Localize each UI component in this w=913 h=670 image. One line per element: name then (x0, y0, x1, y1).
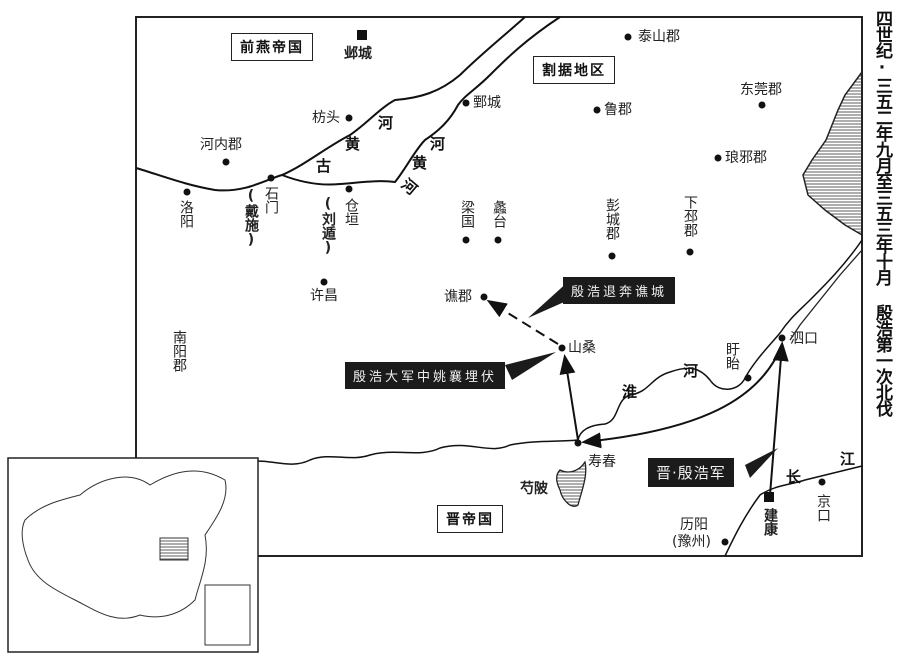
callout-retreat: 殷浩退奔谯城 (563, 277, 676, 304)
place-xuchang: 许昌 (310, 288, 338, 304)
place-jingkou: 京口 (815, 494, 831, 522)
place-henei: 河内郡 (200, 137, 242, 153)
place-shouchun: 寿春 (588, 454, 616, 470)
yangtze-river (724, 465, 863, 557)
river-label: 江 (840, 450, 856, 468)
huai-river (135, 239, 863, 475)
place-litai: 蠡台 (491, 200, 507, 228)
place-liangguo: 梁国 (459, 200, 475, 228)
place-qiao: 谯郡 (444, 289, 472, 305)
river-label: 黄 (412, 154, 428, 172)
general-liudun: (刘遁) (320, 196, 336, 256)
place-taishan: 泰山郡 (638, 29, 680, 45)
place-lu: 鲁郡 (604, 102, 632, 118)
place-pengcheng: 彭城郡 (604, 198, 620, 240)
callout-ambush: 殷浩大军中姚襄埋伏 (345, 362, 506, 389)
place-yuzhou: (豫州) (672, 534, 711, 550)
river-label: 淮 (622, 383, 638, 401)
yellow-river (281, 16, 561, 186)
quebei-lake (555, 460, 587, 507)
place-dongguan: 东莞郡 (740, 82, 782, 98)
callout-jin-army: 晋·殷浩军 (648, 458, 734, 487)
city-dots (183, 30, 826, 546)
place-juancheng: 鄄城 (473, 95, 501, 111)
coastline (789, 249, 863, 341)
place-sikou: 泗口 (790, 331, 818, 347)
river-label: 河 (430, 135, 446, 153)
place-quebei: 芍陂 (520, 481, 548, 497)
place-luoyang: 洛阳 (178, 200, 194, 228)
old-yellow-river (135, 16, 526, 192)
place-xiapi: 下邳郡 (682, 195, 698, 237)
place-fangtou: 枋头 (312, 110, 340, 126)
place-jiankang: 建康 (762, 508, 778, 536)
river-label: 河 (378, 114, 394, 132)
callout-pointers (505, 280, 778, 478)
china-inset (7, 457, 259, 653)
map-title: 四世纪·三五二年九月至三五三年十月 殷浩第一次北伐 (872, 10, 892, 416)
map-frame (135, 16, 863, 557)
general-daishi: (戴施) (243, 188, 259, 248)
place-yecheng: 邺城 (344, 46, 372, 62)
place-liyang: 历阳 (680, 517, 708, 533)
region-jin: 晋帝国 (437, 505, 503, 533)
place-langya: 琅邪郡 (725, 150, 767, 166)
region-former-yan: 前燕帝国 (231, 33, 313, 61)
place-shansang: 山桑 (568, 340, 596, 356)
river-label: 长 (786, 468, 802, 486)
river-label: 黄 (345, 135, 361, 153)
place-xuyi: 盱眙 (724, 342, 740, 370)
sea (802, 69, 863, 237)
place-cangyuan: 仓垣 (343, 198, 359, 226)
river-label: 古 (316, 157, 332, 175)
campaign-routes (486, 299, 789, 496)
region-separatist: 割据地区 (533, 56, 615, 84)
river-label: 河 (683, 362, 699, 380)
place-nanyang: 南阳郡 (171, 330, 187, 372)
place-shimen: 石门 (263, 186, 279, 214)
